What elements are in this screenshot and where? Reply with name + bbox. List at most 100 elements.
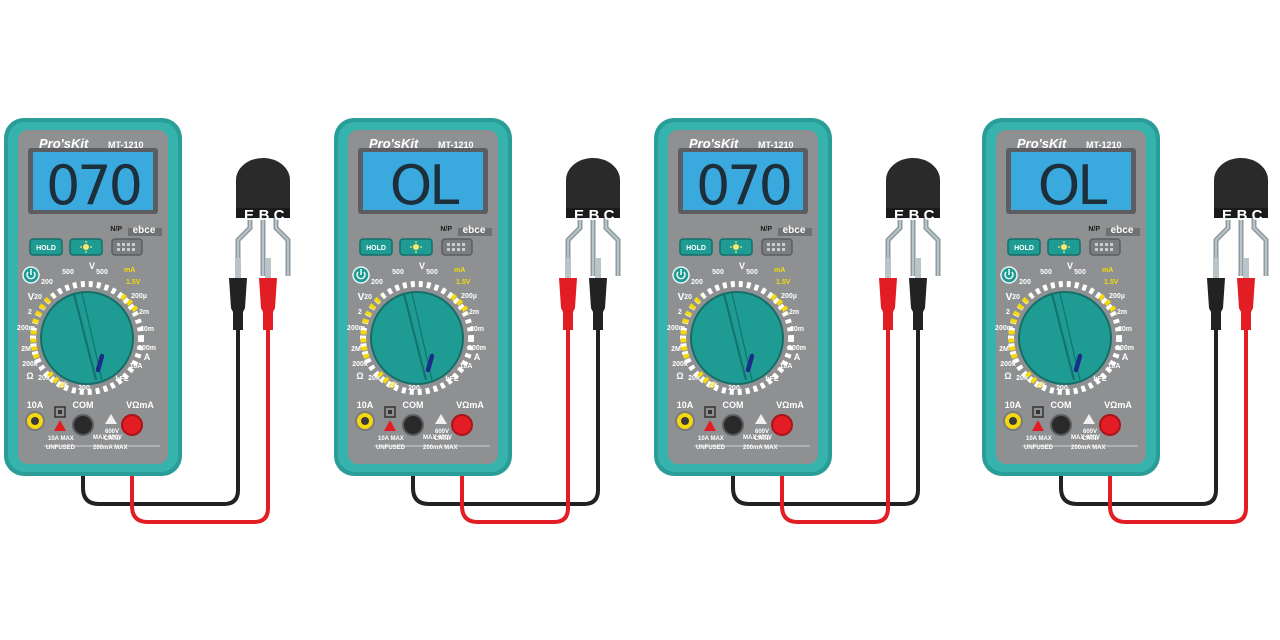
left-clip-jaw [235,258,241,278]
test-leads [1059,328,1248,524]
rating-cat: CAT.II [434,436,451,442]
range-2M: 2M [21,346,31,353]
range-500b: 500 [96,269,108,276]
model-label: MT-1210 [1086,140,1122,150]
pin-c-label: C [604,207,615,224]
range-10a: 10A [1108,363,1121,370]
rating-600v: 600V [435,429,449,435]
right-clip-jaw [915,258,921,278]
range-200m-a: 200m [468,345,486,352]
range-20: 20 [34,294,42,301]
label-unfused: UNFUSED [1024,445,1054,451]
hfe-pins: ebce [133,225,156,236]
range-2M: 2M [999,346,1009,353]
range-500: 500 [62,269,74,276]
range-20: 20 [684,294,692,301]
rating-cat: CAT.II [1082,436,1099,442]
jack-10a-label: 10A [357,400,374,410]
pin-e-label: E [244,207,254,224]
range-2m: 2m [139,309,149,316]
range-20m: 20m [140,326,154,333]
right-clip-neck [593,308,603,330]
left-clip-neck [1211,308,1221,330]
ohm-label: Ω [676,371,683,381]
hold-button[interactable]: HOLD [1014,245,1034,252]
pin-c-label: C [1252,207,1263,224]
black-lead-wire [411,328,600,506]
pin-e-label: E [574,207,584,224]
range-batt-v: 1.5V [126,279,141,286]
range-200-ohm: 200 [1056,385,1068,392]
range-20k: 20k [1016,375,1028,382]
range-batt: mA [774,267,785,274]
range-200k: 200k [672,361,688,368]
lcd-reading: 070 [696,154,790,217]
range-hfe: hFE [765,376,779,383]
hold-button[interactable]: HOLD [366,245,386,252]
right-clip-jaw [265,258,271,278]
hold-button[interactable]: HOLD [36,245,56,252]
label-200ma-max: 200mA MAX [423,445,457,451]
pin-e-label: E [894,207,904,224]
range-20k: 20k [38,375,50,382]
left-clip-neck [563,308,573,330]
label-200ma-max: 200mA MAX [743,445,777,451]
range-200k: 200k [352,361,368,368]
pin-b-label: B [1237,207,1248,224]
range-20: 20 [1012,294,1020,301]
range-200m-a: 200m [1116,345,1134,352]
range-2: 2 [358,309,362,316]
range-500: 500 [1040,269,1052,276]
range-200m-v: 200m [17,325,35,332]
range-2k: 2k [710,382,718,389]
range-2k: 2k [390,382,398,389]
range-200u: 200µ [1109,293,1125,300]
left-clip-boot [229,278,247,316]
jack-vma-label: VΩmA [1104,400,1132,410]
pin-b-label: B [909,207,920,224]
range-v-ac: V [419,261,425,271]
jack-com-label: COM [1051,400,1072,410]
label-10a-max: 10A MAX [48,436,74,442]
label-10a-max: 10A MAX [378,436,404,442]
label-10a-max: 10A MAX [698,436,724,442]
range-200-top: 200 [371,279,383,286]
range-batt: mA [124,267,135,274]
hold-button[interactable]: HOLD [686,245,706,252]
left-clip-jaw [1213,258,1219,278]
range-10a: 10A [460,363,473,370]
range-10a: 10A [130,363,143,370]
label-unfused: UNFUSED [376,445,406,451]
pin-b-label: B [589,207,600,224]
range-200k: 200k [1000,361,1016,368]
range-200k: 200k [22,361,38,368]
jack-vma-label: VΩmA [126,400,154,410]
range-10a: 10A [780,363,793,370]
right-clip-boot [909,278,927,316]
range-200-top: 200 [1019,279,1031,286]
model-label: MT-1210 [438,140,474,150]
red-lead-wire [130,328,270,524]
range-20m: 20m [1118,326,1132,333]
a-label: A [1122,352,1129,362]
label-10a-max: 10A MAX [1026,436,1052,442]
left-clip-jaw [565,258,571,278]
v-dc-label: V [678,292,685,303]
right-clip-boot [589,278,607,316]
range-hfe: hFE [115,376,129,383]
range-hfe: hFE [1093,376,1107,383]
label-max-600v: MAX 600V [93,435,122,441]
right-clip [589,258,607,330]
lcd-reading: 070 [46,154,140,217]
range-500: 500 [712,269,724,276]
range-2m: 2m [469,309,479,316]
range-200m-v: 200m [667,325,685,332]
brand-logo: Pro'sKit [369,136,419,151]
a-label: A [144,352,151,362]
hfe-pins: ebce [1111,225,1134,236]
range-2m: 2m [1117,309,1127,316]
